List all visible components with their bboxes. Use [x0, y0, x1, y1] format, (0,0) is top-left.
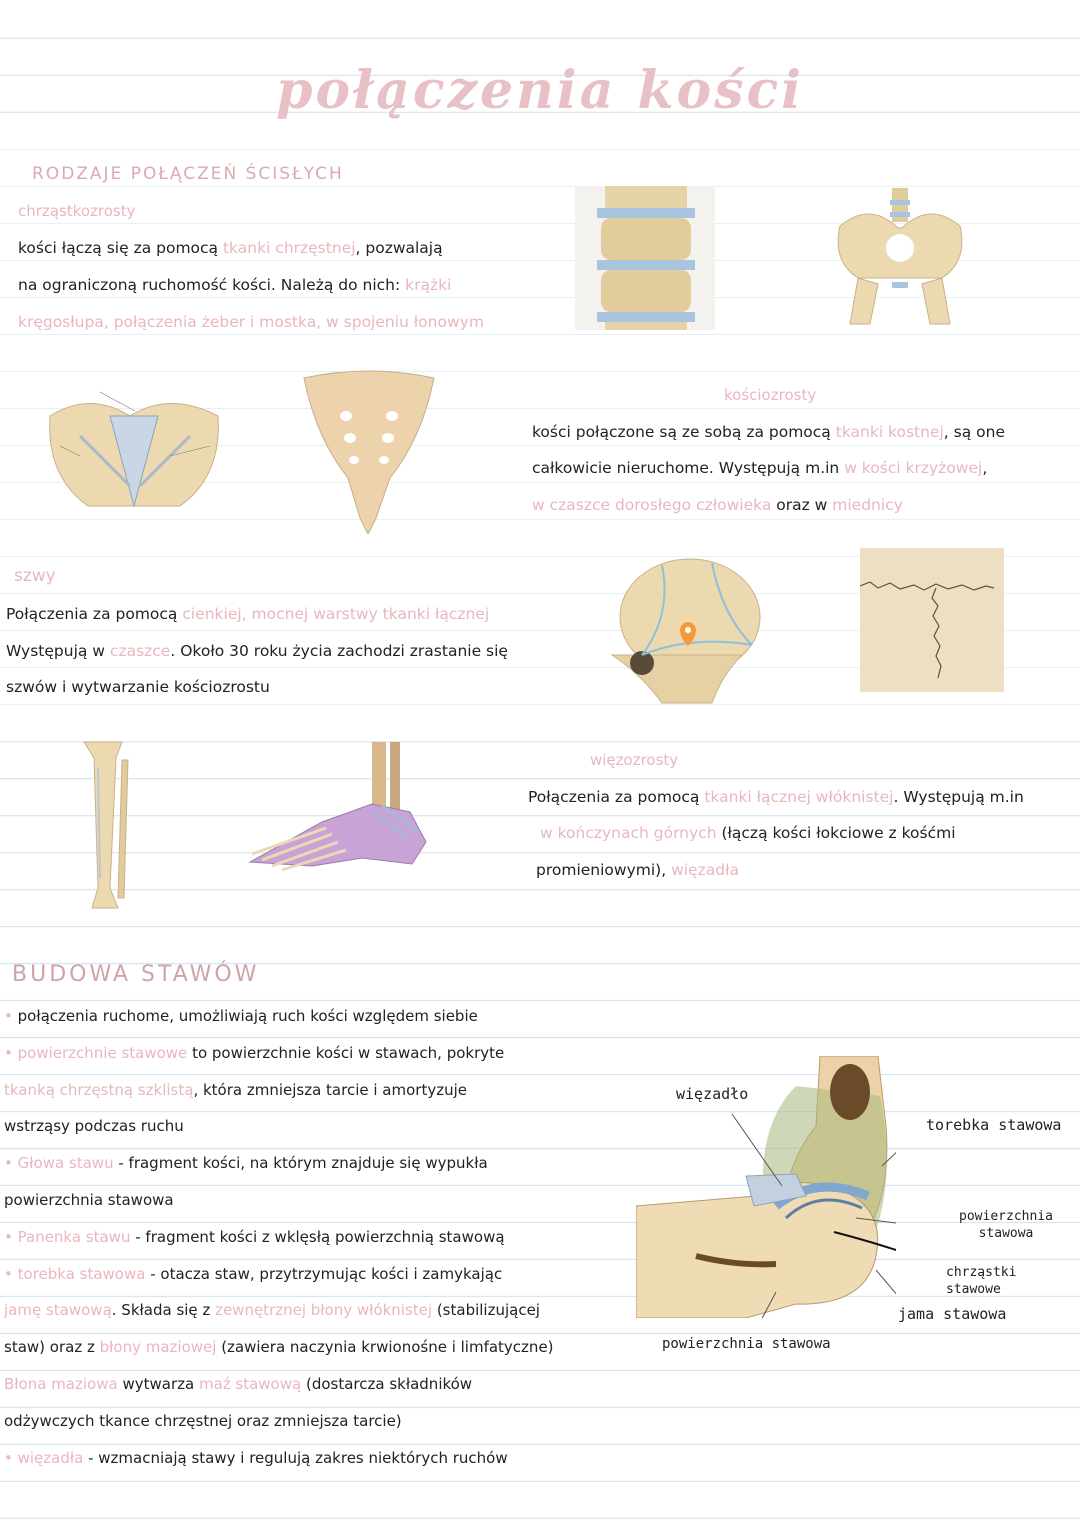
text-wiezo-line1: Połączenia za pomocą tkanki łącznej włók… [528, 788, 1024, 806]
foot-ligaments-image [248, 742, 427, 872]
body-text: to powierzchnie kości w stawach, pokryte [187, 1043, 505, 1062]
pelvis-image [837, 188, 963, 325]
label-jama-stawowa: jama stawowa [898, 1305, 1007, 1323]
text-szwy-line3: szwów i wytwarzanie kościozrostu [6, 678, 270, 696]
sacrum-image [303, 370, 435, 534]
highlighted-term: maź stawową [198, 1375, 302, 1393]
budowa-line: wstrząsy podczas ruchu [4, 1108, 184, 1145]
text-wiezo-line3: promieniowymi), więzadła [536, 861, 739, 879]
body-text: (zawiera naczynia krwionośne i limfatycz… [216, 1338, 554, 1357]
spine-vertebrae-image [575, 186, 715, 330]
budowa-line: Błona maziowa wytwarza maź stawową (dost… [4, 1366, 472, 1403]
bullet-dot-icon: • [4, 1154, 18, 1173]
budowa-line: staw) oraz z błony maziowej (zawiera nac… [4, 1329, 554, 1366]
bullet-dot-icon: • [4, 1448, 18, 1467]
body-text: wstrząsy podczas ruchu [4, 1117, 184, 1136]
budowa-line: powierzchnia stawowa [4, 1182, 174, 1219]
budowa-line: odżywczych tkance chrzęstnej oraz zmniej… [4, 1403, 402, 1440]
suture-bone-image [860, 548, 1004, 692]
highlighted-term: błony maziowej [99, 1338, 217, 1357]
body-text: , która zmniejsza tarcie i amortyzuje [193, 1080, 467, 1099]
budowa-line: • połączenia ruchome, umożliwiają ruch k… [4, 998, 478, 1035]
highlighted-term: Głowa stawu [17, 1154, 114, 1173]
pelvis-ligaments-diagram [49, 391, 219, 508]
text-chrzastko-line3: kręgosłupa, połączenia żeber i mostka, w… [18, 313, 484, 331]
body-text: połączenia ruchome, umożliwiają ruch koś… [17, 1007, 478, 1025]
page-title: połączenia kości [276, 60, 804, 121]
bullet-dot-icon: • [4, 1007, 18, 1025]
budowa-line: tkanką chrzęstną szklistą, która zmniejs… [4, 1072, 467, 1109]
budowa-line: • Głowa stawu - fragment kości, na który… [4, 1145, 488, 1182]
joint-diagram [636, 1056, 896, 1318]
body-text: - fragment kości z wklęsłą powierzchnią … [130, 1227, 505, 1246]
text-szwy-line2: Występują w czaszce. Około 30 roku życia… [6, 642, 508, 660]
text-szwy-line1: Połączenia za pomocą cienkiej, mocnej wa… [6, 605, 490, 623]
body-text: - wzmacniają stawy i regulują zakres nie… [83, 1448, 508, 1467]
budowa-line: • torebka stawowa - otacza staw, przytrz… [4, 1256, 502, 1293]
infant-skull-image [610, 558, 761, 704]
label-chrzastki-stawowe: chrząstki stawowe [946, 1265, 1017, 1297]
section-heading-rodzaje: RODZAJE POŁĄCZEŃ ŚCISŁYCH [32, 164, 344, 184]
highlighted-term: Błona maziowa [4, 1375, 118, 1393]
body-text: - otacza staw, przytrzymując kości i zam… [145, 1264, 503, 1283]
body-text: - fragment kości, na którym znajduje się… [113, 1154, 488, 1173]
section-heading-budowa: BUDOWA STAWÓW [12, 962, 260, 987]
label-powierzchnia-stawowa-bottom: powierzchnia stawowa [662, 1336, 831, 1352]
highlighted-term: jamę stawową [4, 1301, 112, 1320]
highlighted-term: zewnętrznej błony włóknistej [215, 1301, 433, 1320]
budowa-line: • powierzchnie stawowe to powierzchnie k… [4, 1035, 504, 1072]
highlighted-term: torebka stawowa [17, 1264, 146, 1283]
label-wiezadlo: więzadło [676, 1085, 749, 1103]
budowa-line: • więzadła - wzmacniają stawy i regulują… [4, 1440, 508, 1477]
text-chrzastko-line2: na ograniczoną ruchomość kości. Należą d… [18, 276, 452, 294]
label-torebka-stawowa: torebka stawowa [926, 1116, 1062, 1134]
bullet-dot-icon: • [4, 1043, 18, 1062]
body-text: powierzchnia stawowa [4, 1191, 174, 1209]
body-text: staw) oraz z [4, 1338, 100, 1357]
text-koscio-line2: całkowicie nieruchome. Występują m.in w … [532, 459, 988, 477]
bullet-dot-icon: • [4, 1227, 18, 1246]
highlighted-term: Panenka stawu [17, 1227, 131, 1246]
text-koscio-line3: w czaszce dorosłego człowieka oraz w mie… [532, 496, 903, 514]
budowa-line: • Panenka stawu - fragment kości z wklęs… [4, 1219, 505, 1256]
highlighted-term: więzadła [17, 1448, 84, 1467]
tibia-fibula-image [83, 741, 129, 909]
label-powierzchnia-stawowa-right: powierzchnia stawowa [959, 1209, 1053, 1241]
highlighted-term: powierzchnie stawowe [17, 1043, 188, 1062]
subheading-wiezozrosty: więzozrosty [590, 751, 679, 769]
subheading-chrzastkozrosty: chrząstkozrosty [18, 202, 136, 220]
body-text: odżywczych tkance chrzęstnej oraz zmniej… [4, 1411, 402, 1430]
body-text: wytwarza [117, 1375, 199, 1393]
text-koscio-line1: kości połączone są ze sobą za pomocą tka… [532, 423, 1005, 441]
body-text: (stabilizującej [432, 1301, 540, 1320]
text-chrzastko-line1: kości łączą się za pomocą tkanki chrzęst… [18, 239, 443, 257]
budowa-line: jamę stawową. Składa się z zewnętrznej b… [4, 1292, 540, 1329]
body-text: . Składa się z [111, 1301, 216, 1320]
subheading-szwy: szwy [14, 566, 56, 586]
text-wiezo-line2: w kończynach górnych (łączą kości łokcio… [540, 824, 956, 842]
body-text: (dostarcza składników [301, 1375, 473, 1393]
highlighted-term: tkanką chrzęstną szklistą [4, 1080, 194, 1099]
bullet-dot-icon: • [4, 1264, 18, 1283]
subheading-kosciozrosty: kościozrosty [724, 386, 817, 404]
